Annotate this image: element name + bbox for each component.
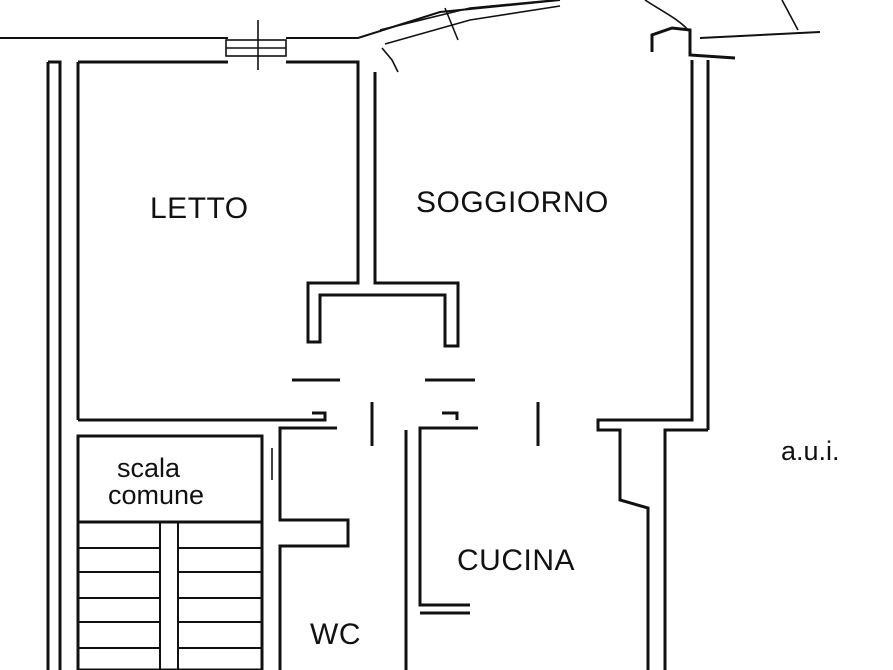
room-label-cucina: CUCINA [457,544,576,577]
stairwell-label-line1: scala [117,453,181,483]
walls-soggiorno [596,60,710,670]
door-marks [292,378,540,446]
aui-label: a.u.i. [781,436,840,466]
stairwell [76,434,264,670]
exterior-wall-top [0,0,821,39]
corner-soggiorno [644,0,799,60]
window-letto [225,20,287,70]
walls-letto [76,60,460,422]
stairwell-label-line2: comune [108,480,205,510]
window-soggiorno [379,0,561,73]
walls-cucina [404,411,478,670]
room-label-soggiorno: SOGGIORNO [416,186,609,219]
room-label-letto: LETTO [150,192,249,225]
room-label-wc: WC [310,618,361,651]
wall-left [46,60,62,670]
